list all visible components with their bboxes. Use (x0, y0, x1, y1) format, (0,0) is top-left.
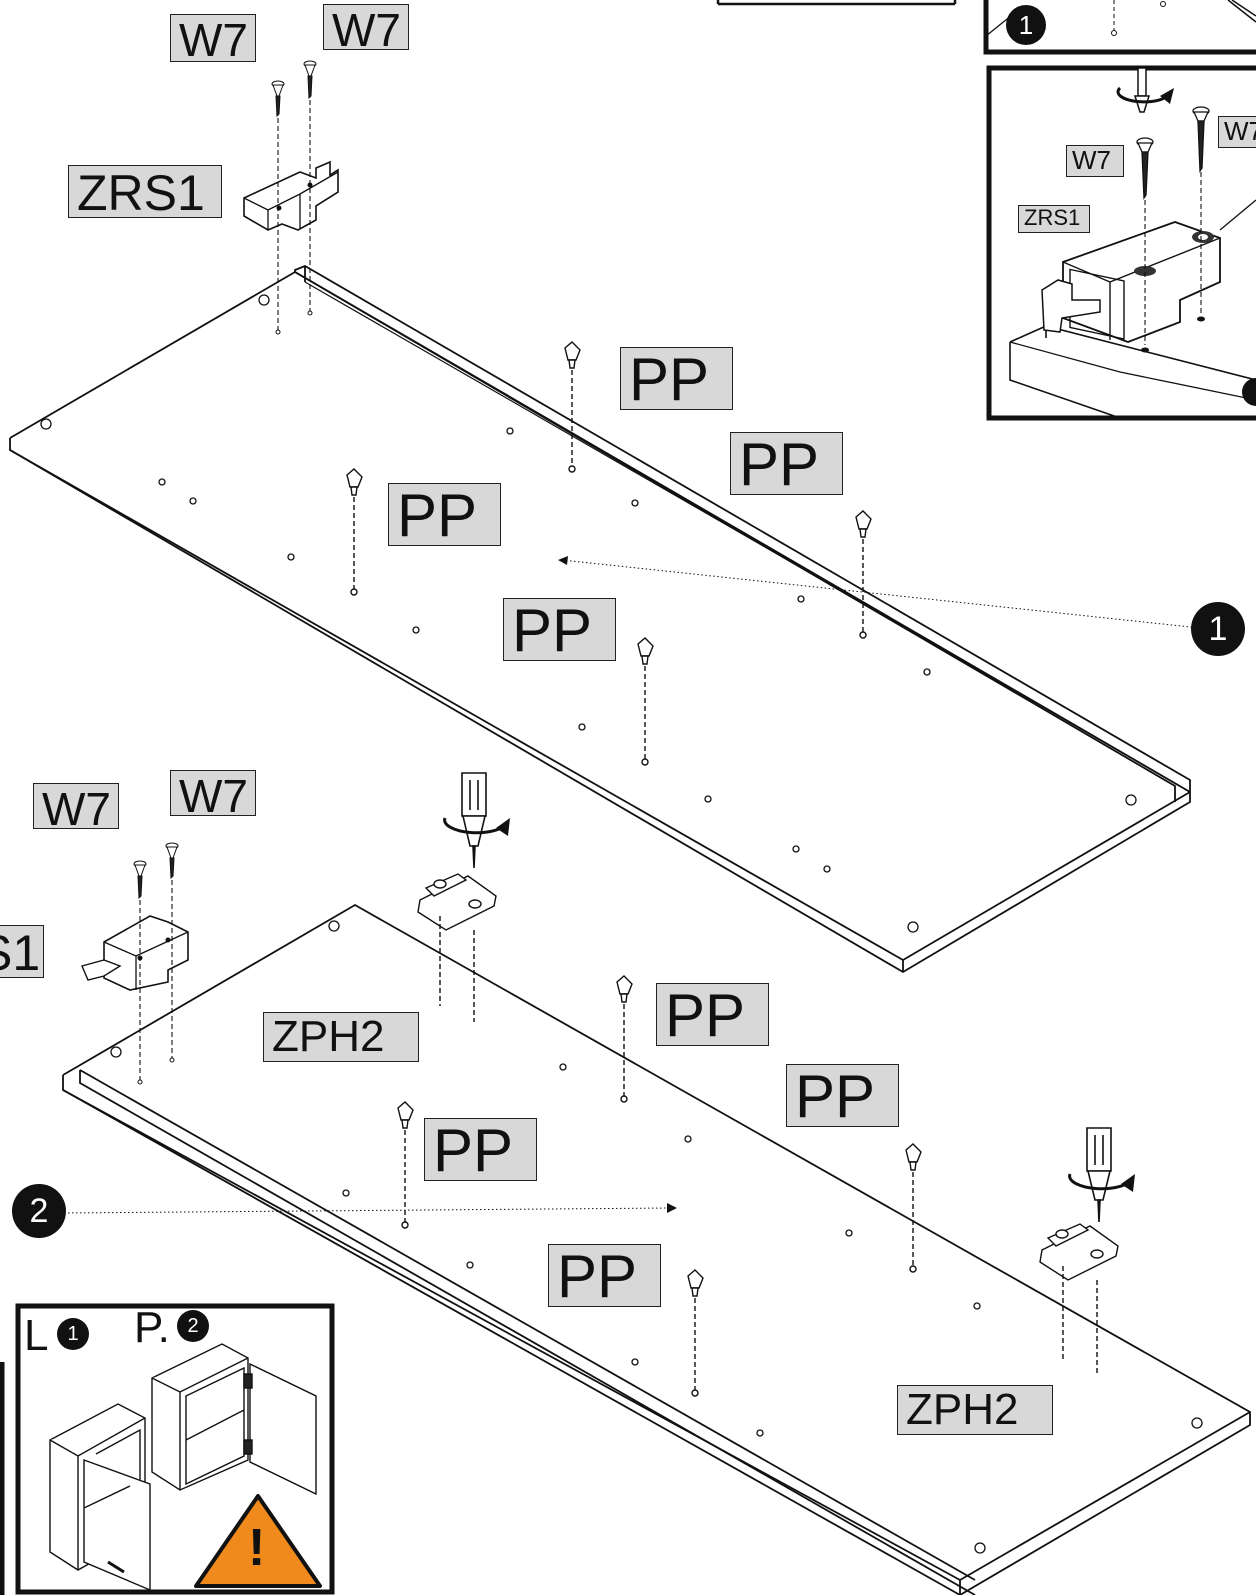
label-w7: W7 (33, 783, 119, 829)
step-1-marker: 1 (1191, 602, 1245, 656)
label-w7: W7 (170, 14, 256, 62)
screw-w7-bottom (133, 842, 179, 1085)
left-side-label: L (24, 1311, 49, 1360)
screw-w7-top (271, 60, 317, 335)
step2-pointer (63, 1207, 671, 1214)
inset-label-w7: W7 (1066, 145, 1124, 177)
step1-pointer (561, 559, 1201, 629)
inset-label-zrs1: ZRS1 (1018, 205, 1090, 233)
label-pp: PP (424, 1118, 537, 1181)
screwdriver-left (443, 772, 510, 869)
orientation-box (15, 1303, 335, 1595)
hinge-plate-right (1039, 1223, 1119, 1376)
inset-detail-box (986, 65, 1256, 421)
catch-top (243, 160, 339, 231)
board-bottom-holes (110, 920, 1203, 1554)
label-pp: PP (786, 1064, 899, 1127)
board-top (9, 265, 1191, 974)
label-w7: W7 (170, 770, 256, 816)
pegs-bottom (397, 975, 922, 1397)
right-side-label: P. (134, 1303, 170, 1352)
label-zph2: ZPH2 (263, 1012, 419, 1062)
orientation-step-1: 1 (57, 1318, 89, 1350)
step-2-marker: 2 (12, 1184, 66, 1238)
label-zrs1-partial: S1 (0, 925, 44, 978)
board-top-holes (40, 294, 1137, 933)
label-w7: W7 (323, 4, 409, 50)
hinge-plate-left (417, 873, 497, 1022)
screwdriver-right (1068, 1127, 1135, 1223)
label-pp: PP (730, 432, 843, 495)
warning-icon: ! (248, 1519, 266, 1577)
top-partial-box (716, 0, 957, 6)
orientation-step-2: 2 (177, 1310, 209, 1342)
label-pp: PP (388, 483, 501, 546)
label-pp: PP (503, 598, 616, 661)
board-bottom (62, 903, 1251, 1595)
catch-bottom (81, 915, 189, 991)
pegs-top (346, 341, 872, 766)
label-zrs1: ZRS1 (68, 165, 222, 218)
inset-step-1-marker: 1 (1006, 5, 1046, 45)
label-zph2: ZPH2 (897, 1385, 1053, 1435)
label-pp: PP (620, 347, 733, 410)
label-pp: PP (656, 983, 769, 1046)
label-pp: PP (548, 1244, 661, 1307)
inset-label-w7-partial: W7 (1218, 116, 1256, 148)
